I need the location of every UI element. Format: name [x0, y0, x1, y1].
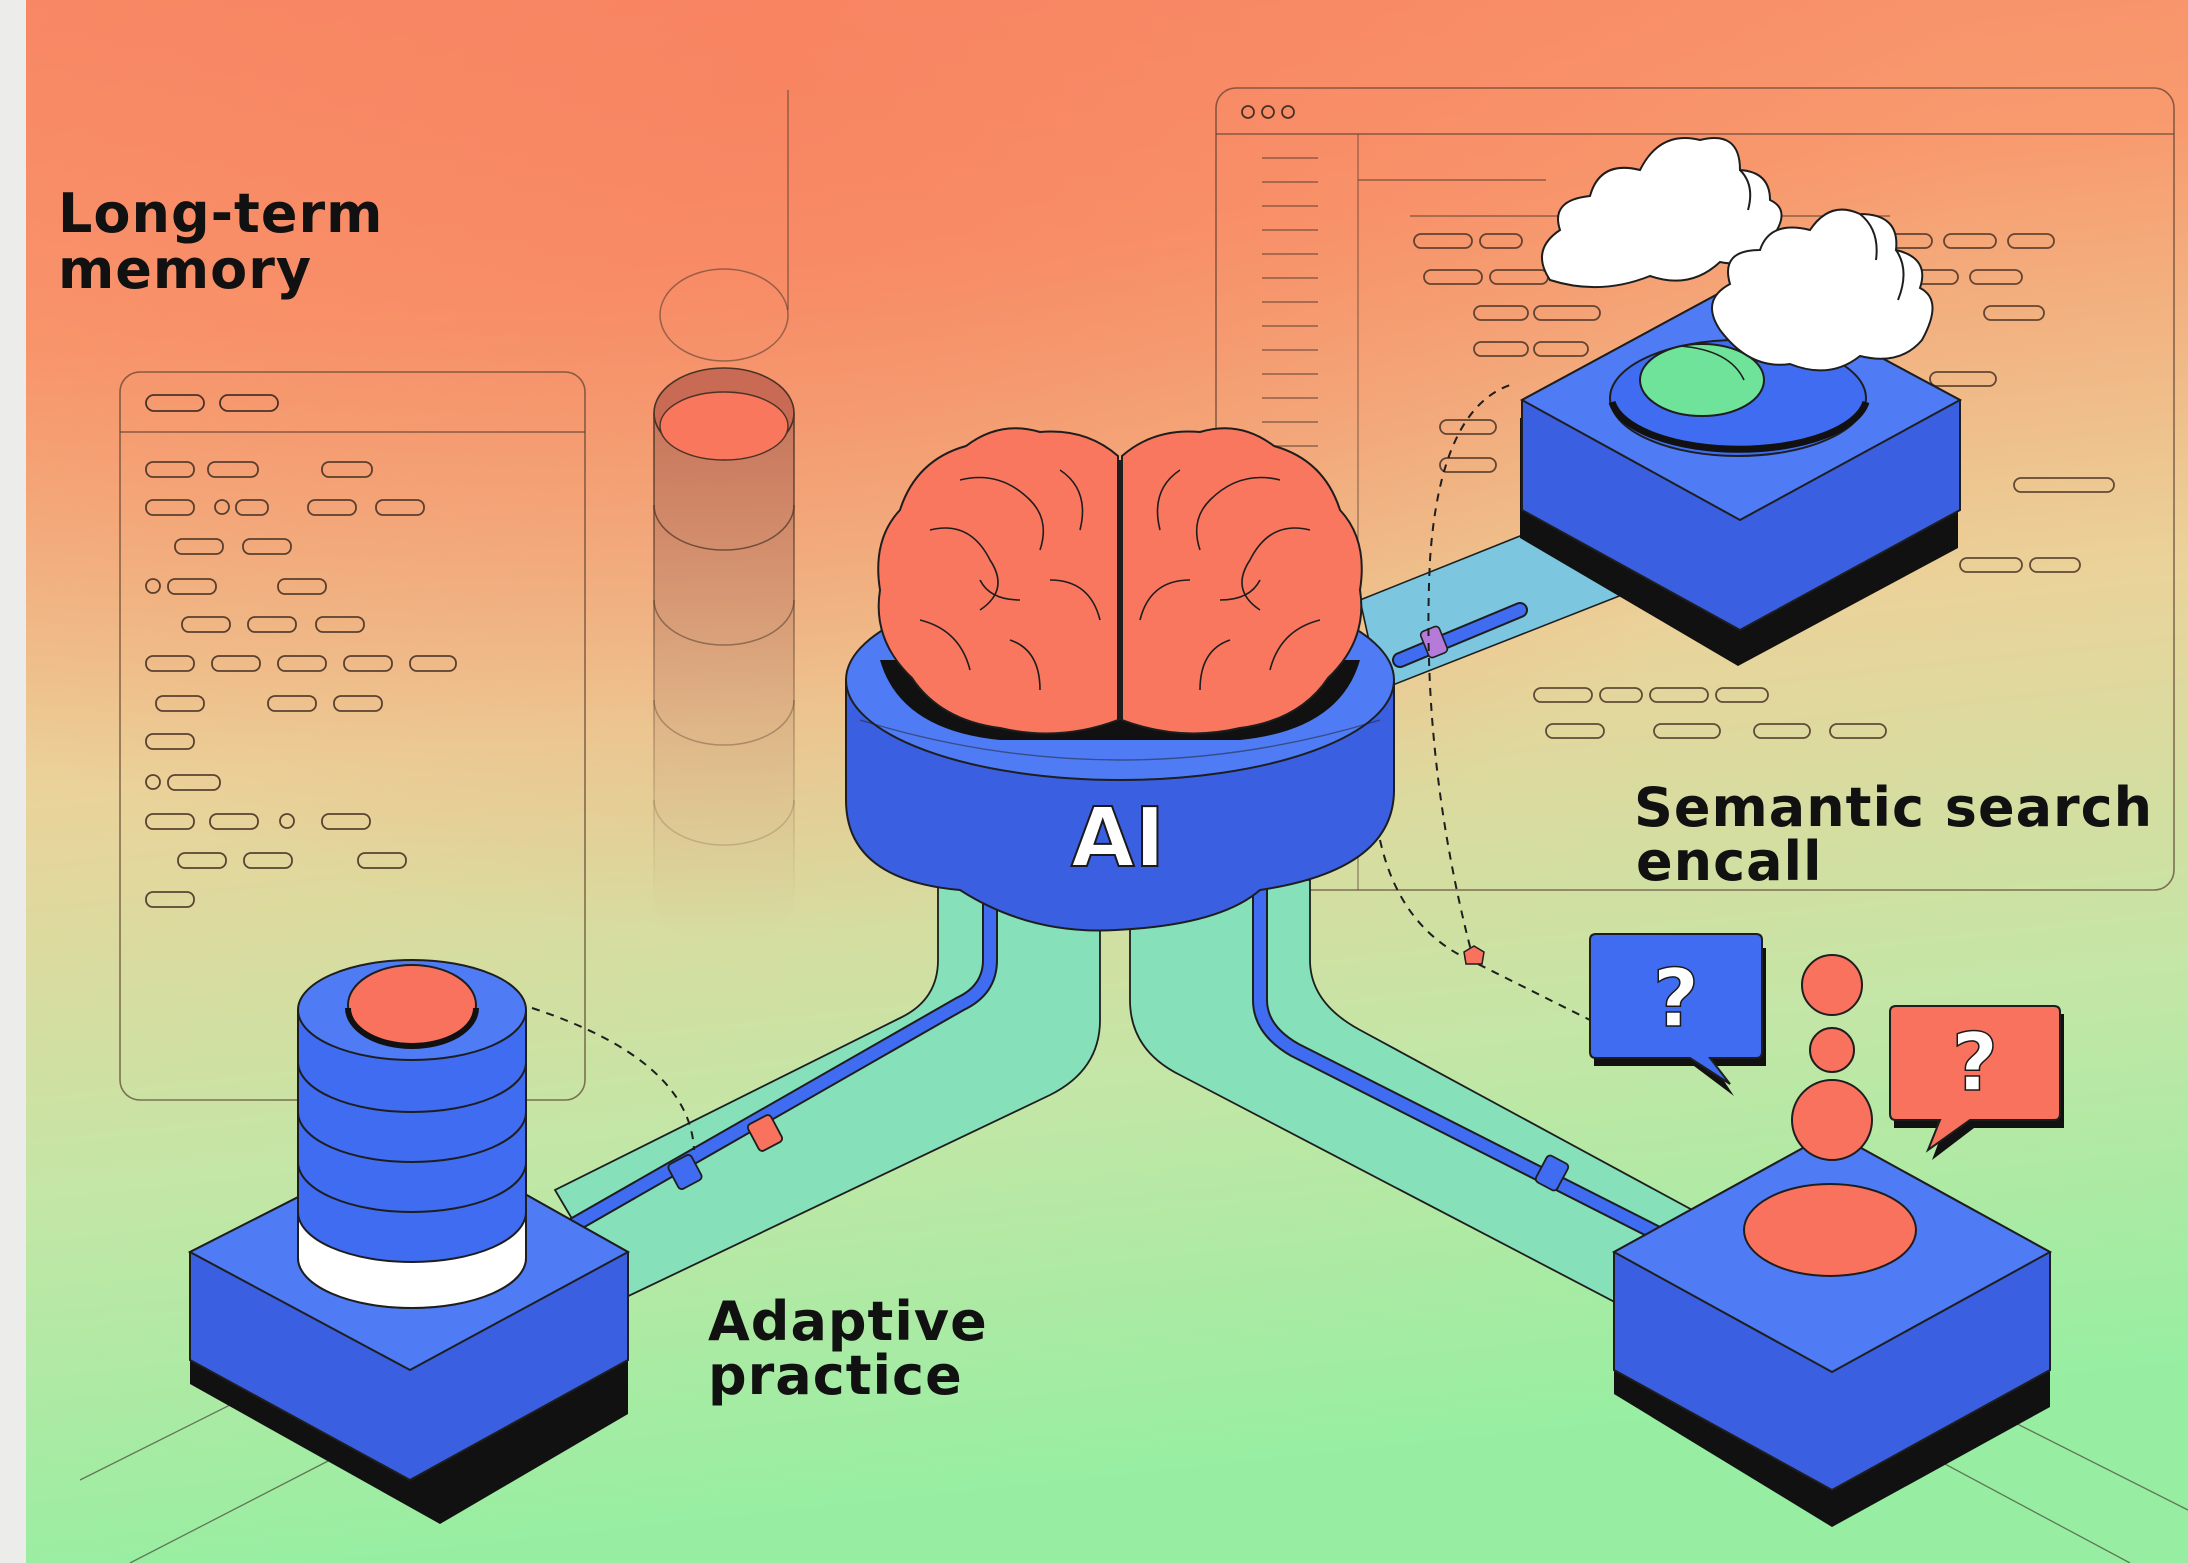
question-node: [1611, 954, 2053, 1527]
memory-cylinder-stack: [653, 90, 795, 945]
label-semantic-search: Semantic search encall: [1634, 776, 2153, 893]
green-search-lens: [1639, 343, 1765, 417]
cloud-icon: [1541, 137, 1934, 372]
conduit-to-question-node: [1129, 879, 1722, 1312]
search-node: [1519, 280, 1963, 666]
left-margin-strip: [0, 0, 26, 1563]
label-search-line2: encall: [1636, 830, 1823, 893]
label-long-term-memory: Long-term memory: [58, 182, 383, 301]
ai-label: AI: [1071, 791, 1165, 886]
ai-hub: AI: [845, 427, 1395, 932]
label-search-line1: Semantic search: [1634, 776, 2153, 839]
question-mark-red: ?: [1952, 1016, 1998, 1109]
red-connector-dot: [1463, 945, 1485, 965]
question-mark-blue: ?: [1653, 952, 1699, 1045]
label-practice-line1: Adaptive: [708, 1290, 988, 1353]
speech-bubble-blue: ?: [1589, 933, 1766, 1096]
speech-bubble-red: ?: [1889, 1005, 2064, 1160]
database-stack-icon: [297, 959, 527, 1309]
brain-icon: [877, 427, 1363, 735]
label-practice-line2: practice: [708, 1344, 963, 1407]
label-adaptive-practice: Adaptive practice: [708, 1290, 988, 1407]
database-node: [187, 959, 631, 1524]
label-memory-line2: memory: [58, 238, 312, 301]
conduit-to-database: [553, 879, 1101, 1302]
label-memory-line1: Long-term: [58, 182, 383, 245]
